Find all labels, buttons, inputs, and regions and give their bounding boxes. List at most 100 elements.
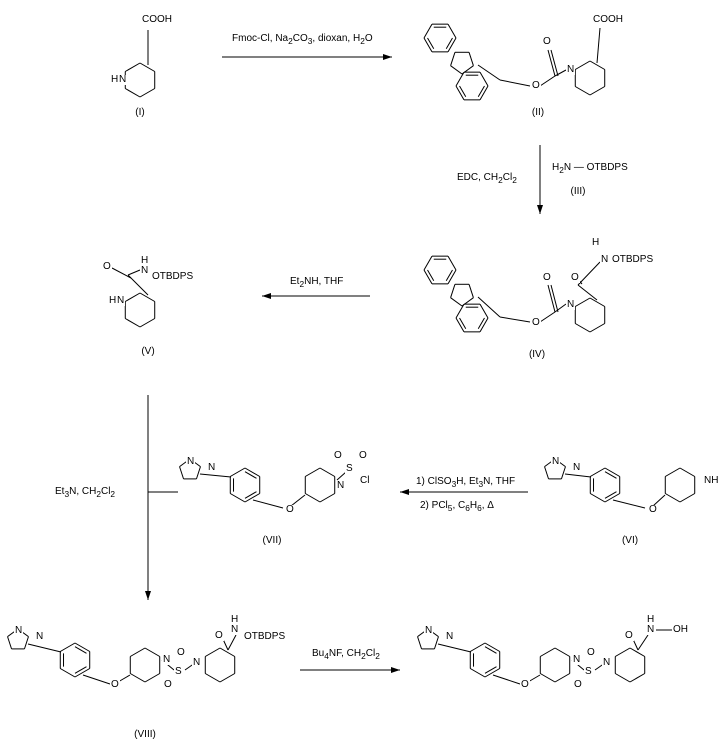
- bond: [550, 49, 559, 77]
- bond: [637, 634, 649, 651]
- reagent-step6: Bu4NF, CH2Cl2: [312, 648, 380, 661]
- ring-bond: [230, 493, 246, 503]
- ring-bond: [125, 292, 141, 302]
- compound-label-VI: (VI): [621, 535, 639, 546]
- bond: [290, 494, 306, 507]
- atom-label: S: [345, 463, 354, 474]
- bond: [564, 473, 592, 478]
- ring-bond: [195, 466, 201, 480]
- atom-label: N: [424, 625, 434, 636]
- ring-bond: [455, 317, 465, 333]
- ring-bond: [461, 297, 474, 307]
- ring-bond: [423, 37, 433, 53]
- bond: [252, 499, 284, 509]
- ring-bond: [665, 493, 681, 503]
- bond: [499, 79, 531, 87]
- atom-label: H: [110, 74, 120, 85]
- atom-label: O: [570, 272, 580, 283]
- atom-label: O: [520, 679, 530, 690]
- ring-bond: [484, 642, 500, 652]
- atom-label: H: [646, 614, 656, 625]
- atom-label: N: [162, 654, 172, 665]
- bond: [539, 311, 556, 323]
- bond: [492, 674, 521, 685]
- ring-bond: [7, 636, 13, 650]
- ring-bond: [468, 284, 474, 298]
- atom-label: O: [333, 450, 343, 461]
- ring-bond: [219, 673, 235, 683]
- ring-bond: [455, 71, 465, 87]
- ring-bond: [629, 673, 645, 683]
- ring-bond: [447, 269, 457, 285]
- bond: [577, 284, 598, 301]
- atom-label: N: [336, 480, 346, 491]
- ring-bond: [455, 85, 465, 101]
- atom-label: N: [572, 654, 582, 665]
- ring-double-bond: [484, 666, 497, 674]
- atom-label: N: [118, 74, 128, 85]
- atom-label: OTBDPS: [151, 271, 195, 282]
- ring-bond: [604, 467, 620, 477]
- bond: [127, 274, 149, 296]
- atom-label: S: [174, 666, 183, 677]
- ring-double-bond: [244, 471, 257, 479]
- atom-label: O: [542, 36, 552, 47]
- bond: [539, 75, 556, 87]
- ring-bond: [125, 62, 141, 72]
- bond: [477, 296, 501, 318]
- ring-bond: [447, 37, 457, 53]
- ring-bond: [139, 292, 155, 302]
- reagent-step4: Et3N, CH2Cl2: [55, 486, 116, 499]
- atom-label: O: [573, 679, 583, 690]
- atom-label: H: [108, 295, 118, 306]
- arrow-step1-head: [383, 54, 392, 60]
- ring-bond: [589, 86, 605, 96]
- compound-label-II: (II): [531, 107, 545, 118]
- ring-bond: [447, 23, 457, 39]
- ring-bond: [125, 88, 141, 98]
- bond: [27, 643, 62, 653]
- ring-bond: [139, 62, 155, 72]
- ring-bond: [589, 297, 605, 307]
- ring-bond: [423, 255, 433, 271]
- atom-label: NH: [703, 475, 720, 486]
- atom-label: Cl: [359, 475, 371, 486]
- ring-double-bond: [604, 491, 617, 499]
- compound-label-VIII: (VIII): [134, 729, 156, 740]
- atom-label: O: [624, 630, 634, 641]
- ring-double-bond: [477, 85, 485, 98]
- ring-bond: [125, 318, 141, 328]
- ring-bond: [575, 297, 591, 307]
- ring-bond: [604, 493, 620, 503]
- ring-bond: [139, 318, 155, 328]
- atom-label: O: [531, 80, 541, 91]
- atom-label: OTBDPS: [243, 631, 287, 642]
- atom-label: O: [285, 504, 295, 515]
- ring-double-bond: [427, 269, 435, 282]
- ring-double-bond: [477, 317, 485, 330]
- ring-bond: [629, 647, 645, 657]
- atom-label: N: [192, 657, 202, 668]
- ring-bond: [305, 493, 321, 503]
- ring-bond: [244, 467, 260, 477]
- compound-label-V: (V): [141, 346, 155, 357]
- ring-double-bond: [445, 269, 453, 282]
- ring-bond: [484, 668, 500, 678]
- bond: [554, 303, 567, 313]
- ring-bond: [455, 303, 465, 319]
- ring-bond: [139, 88, 155, 98]
- ring-bond: [423, 23, 433, 39]
- bond: [227, 634, 237, 651]
- ring-bond: [575, 60, 591, 70]
- ring-bond: [554, 673, 570, 683]
- atom-label: O: [102, 261, 112, 272]
- bond: [547, 49, 556, 77]
- ring-bond: [144, 647, 160, 657]
- ring-bond: [679, 493, 695, 503]
- atom-label: N: [600, 254, 610, 265]
- bond: [652, 494, 666, 507]
- ring-bond: [319, 467, 335, 477]
- ring-bond: [679, 467, 695, 477]
